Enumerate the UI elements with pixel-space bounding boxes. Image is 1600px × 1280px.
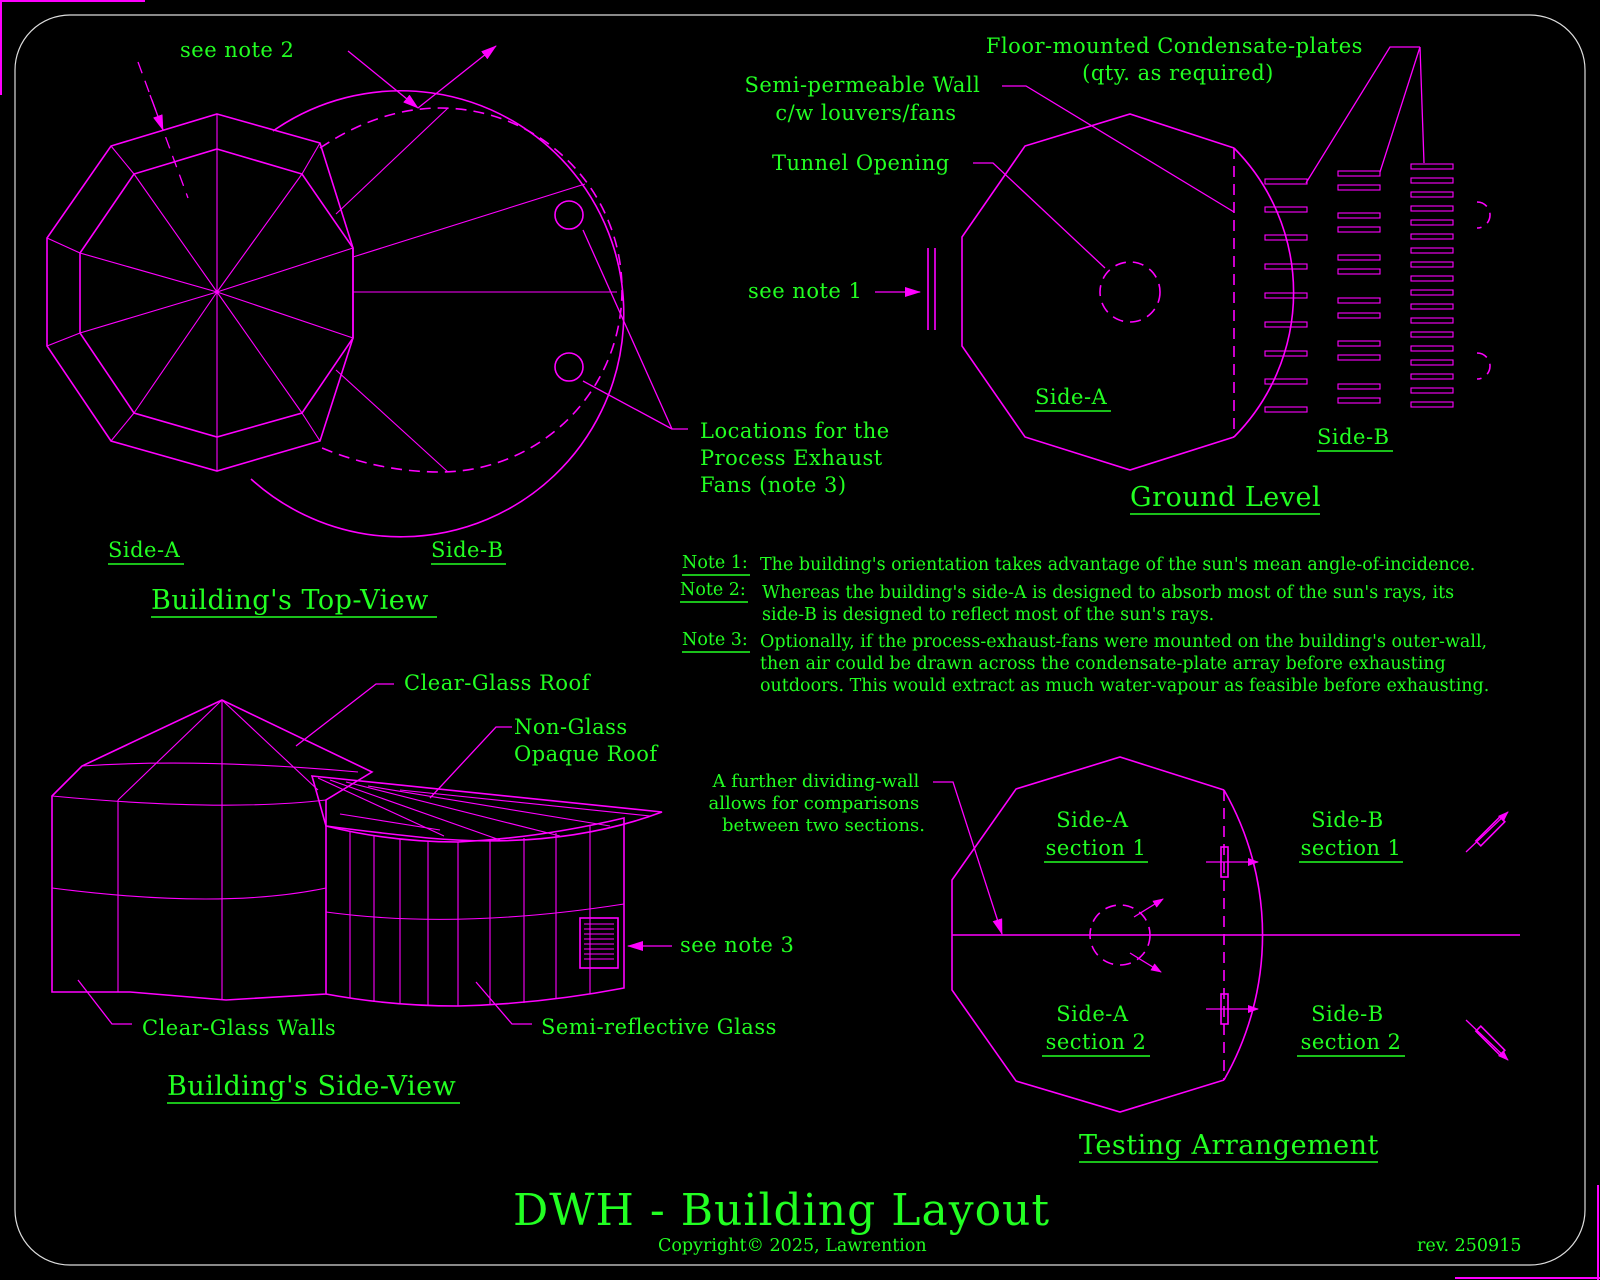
- condensate-plate: [1264, 292, 1308, 299]
- condensate-plate: [1337, 226, 1381, 233]
- side-view-title: Building's Side-View: [167, 1071, 456, 1102]
- condensate-plate: [1410, 331, 1454, 338]
- condensate-plate: [1337, 383, 1381, 390]
- condensate-plate: [1410, 163, 1454, 170]
- exhaust-fan-lower-icon: [1474, 1025, 1506, 1057]
- condensate-plate: [1410, 219, 1454, 226]
- condensate-plate: [1410, 345, 1454, 352]
- copyright-text: Copyright© 2025, Lawrention: [658, 1236, 927, 1256]
- sun-ray-arrow: [137, 61, 189, 199]
- note-3-label: Note 3:: [682, 630, 748, 650]
- sun-incoming-arrow: [347, 50, 419, 109]
- condensate-plate-array: [1264, 163, 1454, 413]
- condensate-plate: [1264, 321, 1308, 328]
- revision-text: rev. 250915: [1417, 1236, 1521, 1256]
- note-2-label: Note 2:: [680, 580, 746, 600]
- condensate-plate: [1264, 178, 1308, 185]
- condensate-plate: [1410, 191, 1454, 198]
- condensate-plate: [1410, 401, 1454, 408]
- tunnel-opening-label: Tunnel Opening: [772, 151, 950, 175]
- top-view-title: Building's Top-View: [151, 585, 429, 616]
- ground-level-note-ref: see note 1: [748, 279, 862, 303]
- condensate-plates-label: Floor-mounted Condensate-plates (qty. as…: [986, 34, 1370, 85]
- side-a-section-2-label: Side-A section 2: [1046, 1002, 1147, 1054]
- condensate-plate: [1337, 297, 1381, 304]
- condensate-plate: [1410, 303, 1454, 310]
- exhaust-fan-upper-icon: [1474, 815, 1506, 847]
- clear-glass-roof-label: Clear-Glass Roof: [404, 671, 592, 695]
- side-view-note-ref: see note 3: [680, 933, 794, 957]
- condensate-plate: [1264, 206, 1308, 213]
- top-view-side-b: Side-B: [431, 538, 504, 562]
- top-view-side-a: Side-A: [108, 538, 181, 562]
- condensate-plate: [1337, 312, 1381, 319]
- semi-permeable-wall-label: Semi-permeable Wall c/w louvers/fans: [745, 73, 988, 125]
- notes-block: Note 1: The building's orientation takes…: [680, 553, 1493, 696]
- top-view-note-ref: see note 2: [180, 38, 294, 62]
- condensate-plate: [1410, 177, 1454, 184]
- exhaust-fan-bottom-icon: [554, 352, 584, 382]
- tunnel-opening-icon: [1099, 261, 1161, 323]
- testing-arrangement-title: Testing Arrangement: [1079, 1130, 1379, 1161]
- drawing-title: DWH - Building Layout: [513, 1185, 1050, 1236]
- semi-reflective-glass-label: Semi-reflective Glass: [541, 1015, 777, 1039]
- exhaust-fan-top-icon: [554, 200, 584, 230]
- side-b-section-1-label: Side-B section 1: [1301, 808, 1402, 860]
- side-view-drawing: [51, 683, 672, 1025]
- condensate-plate: [1337, 268, 1381, 275]
- side-b-section-2-label: Side-B section 2: [1301, 1002, 1402, 1054]
- condensate-plate: [1337, 340, 1381, 347]
- condensate-plate: [1264, 378, 1308, 385]
- condensate-plate: [1337, 170, 1381, 177]
- condensate-plate: [1337, 397, 1381, 404]
- ground-level-title: Ground Level: [1130, 482, 1321, 513]
- clear-glass-walls-label: Clear-Glass Walls: [142, 1016, 336, 1040]
- condensate-plate: [1410, 247, 1454, 254]
- side-a-section-1-label: Side-A section 1: [1046, 808, 1147, 860]
- opaque-roof-label: Non-Glass Opaque Roof: [514, 715, 659, 766]
- condensate-plate: [1264, 350, 1308, 357]
- condensate-plate: [1410, 205, 1454, 212]
- condensate-plate: [1337, 254, 1381, 261]
- condensate-plate: [1410, 233, 1454, 240]
- condensate-plate: [1410, 275, 1454, 282]
- note-3-text: Optionally, if the process-exhaust-fans …: [760, 632, 1493, 696]
- condensate-plate: [1410, 387, 1454, 394]
- testing-arrangement-plan: [933, 756, 1520, 1113]
- ground-level-side-b: Side-B: [1317, 425, 1390, 449]
- ground-level-plan: [875, 46, 1491, 471]
- condensate-plate: [1264, 263, 1308, 270]
- condensate-plate: [1410, 261, 1454, 268]
- note-1-label: Note 1:: [682, 553, 748, 573]
- condensate-plate: [1410, 289, 1454, 296]
- condensate-plate: [1337, 212, 1381, 219]
- sun-reflect-arrow: [417, 45, 497, 109]
- condensate-plate: [1410, 373, 1454, 380]
- condensate-plate: [1337, 184, 1381, 191]
- top-view-drawing: [46, 45, 688, 538]
- exhaust-fans-label: Locations for the Process Exhaust Fans (…: [700, 419, 897, 497]
- condensate-plate: [1410, 317, 1454, 324]
- condensate-plate: [1264, 406, 1308, 413]
- condensate-plate: [1264, 234, 1308, 241]
- ground-level-side-a: Side-A: [1035, 385, 1108, 409]
- note-1-text: The building's orientation takes advanta…: [760, 555, 1475, 575]
- condensate-plate: [1410, 359, 1454, 366]
- testing-tunnel-icon: [1089, 904, 1151, 966]
- dividing-wall-label: A further dividing-wall allows for compa…: [708, 771, 925, 836]
- exhaust-louver-icon: [579, 917, 619, 969]
- note-2-text: Whereas the building's side-A is designe…: [762, 583, 1460, 625]
- condensate-plate: [1337, 354, 1381, 361]
